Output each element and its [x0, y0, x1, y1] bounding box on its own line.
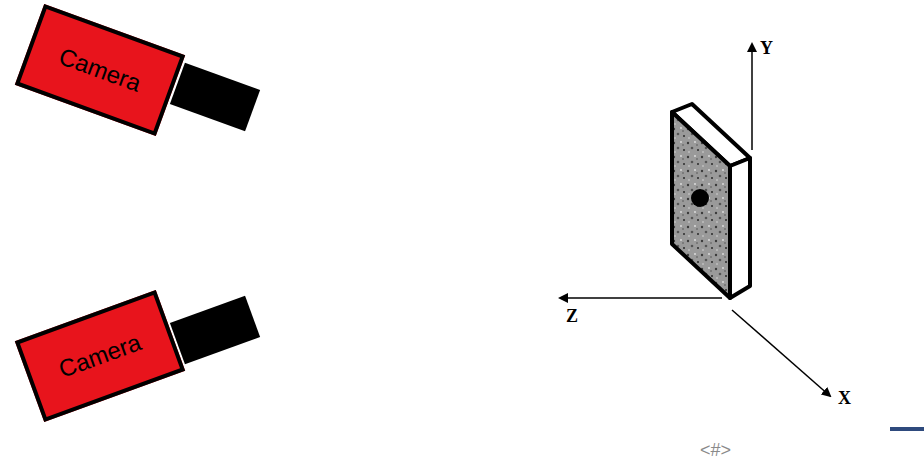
- axis-label: X: [838, 388, 851, 409]
- slide-number: <#>: [700, 440, 731, 461]
- axis-label: Y: [760, 38, 773, 59]
- camera-lens: [170, 63, 260, 132]
- x-axis: [732, 310, 830, 396]
- speckle-face: [672, 112, 730, 298]
- camera-label: Camera: [55, 42, 145, 98]
- z-axis: [560, 297, 722, 299]
- plate-side: [730, 158, 750, 298]
- camera-label: Camera: [55, 328, 145, 384]
- y-axis: [751, 44, 753, 150]
- camera-body: Camera: [15, 4, 185, 136]
- axis-label: Z: [566, 306, 578, 327]
- camera-lens: [170, 296, 260, 365]
- camera-body: Camera: [15, 290, 185, 422]
- accent-bar: [890, 427, 924, 431]
- marker-dot: [691, 189, 709, 207]
